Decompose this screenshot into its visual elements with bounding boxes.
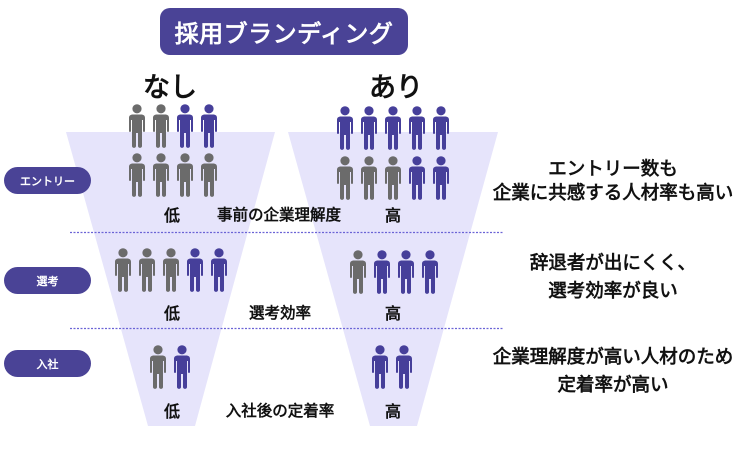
person-icon-gray [129, 104, 145, 148]
person-icon-blue [396, 345, 412, 389]
description-line: 選考効率が良い [548, 280, 678, 302]
person-icon-gray [350, 250, 366, 294]
person-icon-gray [153, 104, 169, 148]
metric-label: 入社後の定着率 [225, 402, 335, 420]
person-icon-blue [422, 250, 438, 294]
person-icon-blue [372, 345, 388, 389]
person-icon-blue [177, 104, 193, 148]
person-icon-gray [163, 248, 179, 292]
person-icon-blue [374, 250, 390, 294]
person-icon-blue [385, 106, 401, 150]
person-icon-gray [385, 156, 401, 200]
stage-pill-entry: エントリー [4, 167, 91, 194]
column-header-with: あり [369, 72, 423, 104]
level-high-label: 高 [384, 304, 402, 323]
person-icon-blue [211, 248, 227, 292]
description-line: エントリー数も [548, 158, 678, 180]
stage-pill-joining: 入社 [4, 350, 91, 377]
person-icon-gray [139, 248, 155, 292]
person-icon-gray [361, 156, 377, 200]
person-icon-blue [337, 106, 353, 150]
person-icon-blue [433, 106, 449, 150]
person-icon-blue [361, 106, 377, 150]
description-line: 企業理解度が高い人材のため [492, 346, 734, 368]
person-icon-blue [187, 248, 203, 292]
person-icon-blue [409, 106, 425, 150]
person-icon-blue [398, 250, 414, 294]
level-high-label: 高 [384, 402, 402, 421]
person-icon-blue [433, 156, 449, 200]
person-icon-blue [201, 104, 217, 148]
person-icon-gray [129, 153, 145, 197]
level-high-label: 高 [384, 206, 402, 225]
people-icons [115, 104, 449, 389]
column-header-without: なし [143, 72, 197, 104]
funnel-without [66, 132, 275, 426]
description-line: 辞退者が出にくく、 [529, 252, 697, 274]
description-line: 企業に共感する人材率も高い [492, 182, 734, 204]
stage-pill-selection: 選考 [4, 267, 91, 294]
title-badge: 採用ブランディング [160, 8, 408, 55]
level-low-label: 低 [163, 206, 181, 225]
person-icon-gray [177, 153, 193, 197]
person-icon-gray [115, 248, 131, 292]
person-icon-gray [150, 345, 166, 389]
level-low-label: 低 [163, 402, 181, 421]
metric-label: 選考効率 [248, 304, 312, 322]
level-low-label: 低 [163, 304, 181, 323]
funnel-with [288, 132, 498, 426]
person-icon-gray [153, 153, 169, 197]
description-line: 定着率が高い [557, 374, 669, 396]
person-icon-blue [409, 156, 425, 200]
person-icon-blue [174, 345, 190, 389]
person-icon-gray [337, 156, 353, 200]
person-icon-gray [201, 153, 217, 197]
metric-label: 事前の企業理解度 [216, 206, 342, 224]
